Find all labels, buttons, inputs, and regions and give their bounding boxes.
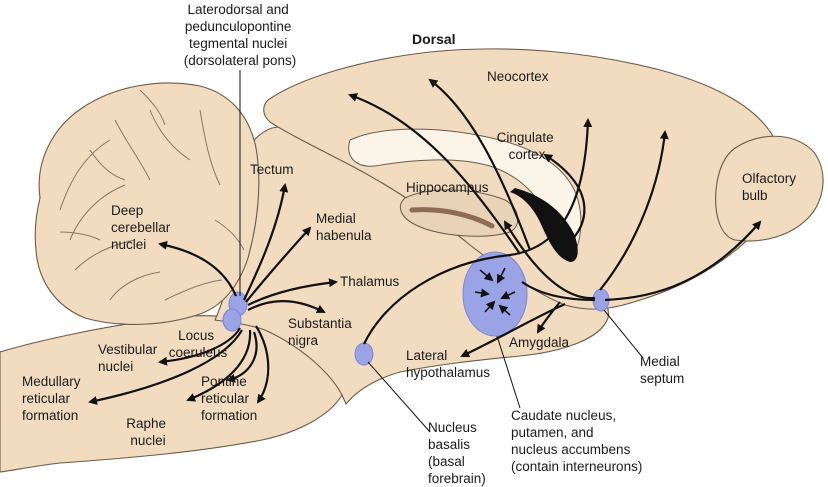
hippocampus-band [409, 207, 495, 229]
arrow-to-pontine-reticular [255, 325, 270, 404]
septum-to-hippocampus [503, 220, 596, 300]
caudate-putamen-nucleus [462, 251, 528, 337]
forebrain-projections [348, 78, 762, 358]
brainstem-projections [88, 183, 338, 405]
interneuron-arrows [474, 267, 516, 316]
caudate-label: Caudate nucleus, putamen, and nucleus ac… [511, 408, 642, 474]
cingulate-label: Cingulate cortex [497, 130, 558, 162]
amygdala-label: Amygdala [509, 335, 570, 350]
brain-tissue [0, 48, 824, 473]
tectum-label: Tectum [250, 162, 294, 177]
arrow-to-deep-cerebellar-nuclei [158, 240, 238, 297]
lateral-hypothalamus-label: Lateral hypothalamus [406, 348, 490, 380]
arrow-to-thalamus [247, 278, 338, 306]
basalis-to-neocortex-left [348, 93, 521, 255]
arrow-to-medullary-reticular [88, 329, 243, 405]
olfactory-label: Olfactory bulb [742, 171, 800, 203]
arrow-to-raphe-nuclei [186, 329, 252, 402]
medial-septum-label: Medial septum [640, 354, 684, 386]
nuclei [222, 251, 610, 366]
arrow-loop-lower [226, 331, 258, 383]
to-cingulate [543, 153, 586, 251]
arrow-to-medial-habenula [245, 226, 312, 303]
substantia-nigra-label: Substantia nigra [288, 316, 356, 348]
basalis-to-neocortex-mid [428, 78, 532, 251]
leader-caudate [496, 335, 521, 409]
thalamus-label: Thalamus [340, 274, 400, 289]
locus-coeruleus-label: Locus coeruleus [169, 328, 228, 360]
nucleus-basalis-label: Nucleus basalis (basal forebrain) [428, 420, 486, 486]
olfactory-bulb-shape [715, 135, 824, 242]
septum-line [521, 281, 596, 302]
to-lateral-hypothalamus [460, 302, 566, 358]
leader-nucleus-basalis [367, 361, 431, 433]
cerebellar-folia [59, 89, 245, 301]
hippocampus-label: Hippocampus [406, 180, 489, 195]
arrow-to-tectum [243, 183, 289, 301]
origin-label: Laterodorsal and pedunculopontine tegmen… [184, 2, 297, 68]
pontine-label: Pontine reticular formation [201, 374, 257, 423]
deep-cerebellar-label: Deep cerebellar nuclei [111, 203, 174, 252]
arrow-to-substantia-nigra [247, 300, 326, 313]
orientation-label: Dorsal [412, 31, 456, 47]
to-olfactory-bulb [604, 220, 762, 302]
nucleus-basalis-dot [354, 342, 374, 366]
vestibular-label: Vestibular nuclei [98, 342, 161, 374]
leader-medial-septum [603, 309, 644, 359]
medial-habenula-label: Medial habenula [316, 211, 372, 243]
laterodorsal-nucleus-lower [222, 308, 242, 332]
neocortex-label: Neocortex [487, 69, 549, 84]
ventricle [510, 188, 578, 262]
arrow-to-vestibular-nuclei [158, 327, 241, 366]
to-neocortex-right [599, 130, 669, 291]
medullary-label: Medullary reticular formation [22, 374, 84, 423]
raphe-label: Raphe nuclei [126, 416, 170, 448]
to-amygdala [536, 301, 561, 334]
labels: Dorsal Laterodorsal and pedunculopontine… [22, 2, 800, 486]
leader-lines [239, 70, 644, 433]
cerebellum [34, 82, 260, 325]
